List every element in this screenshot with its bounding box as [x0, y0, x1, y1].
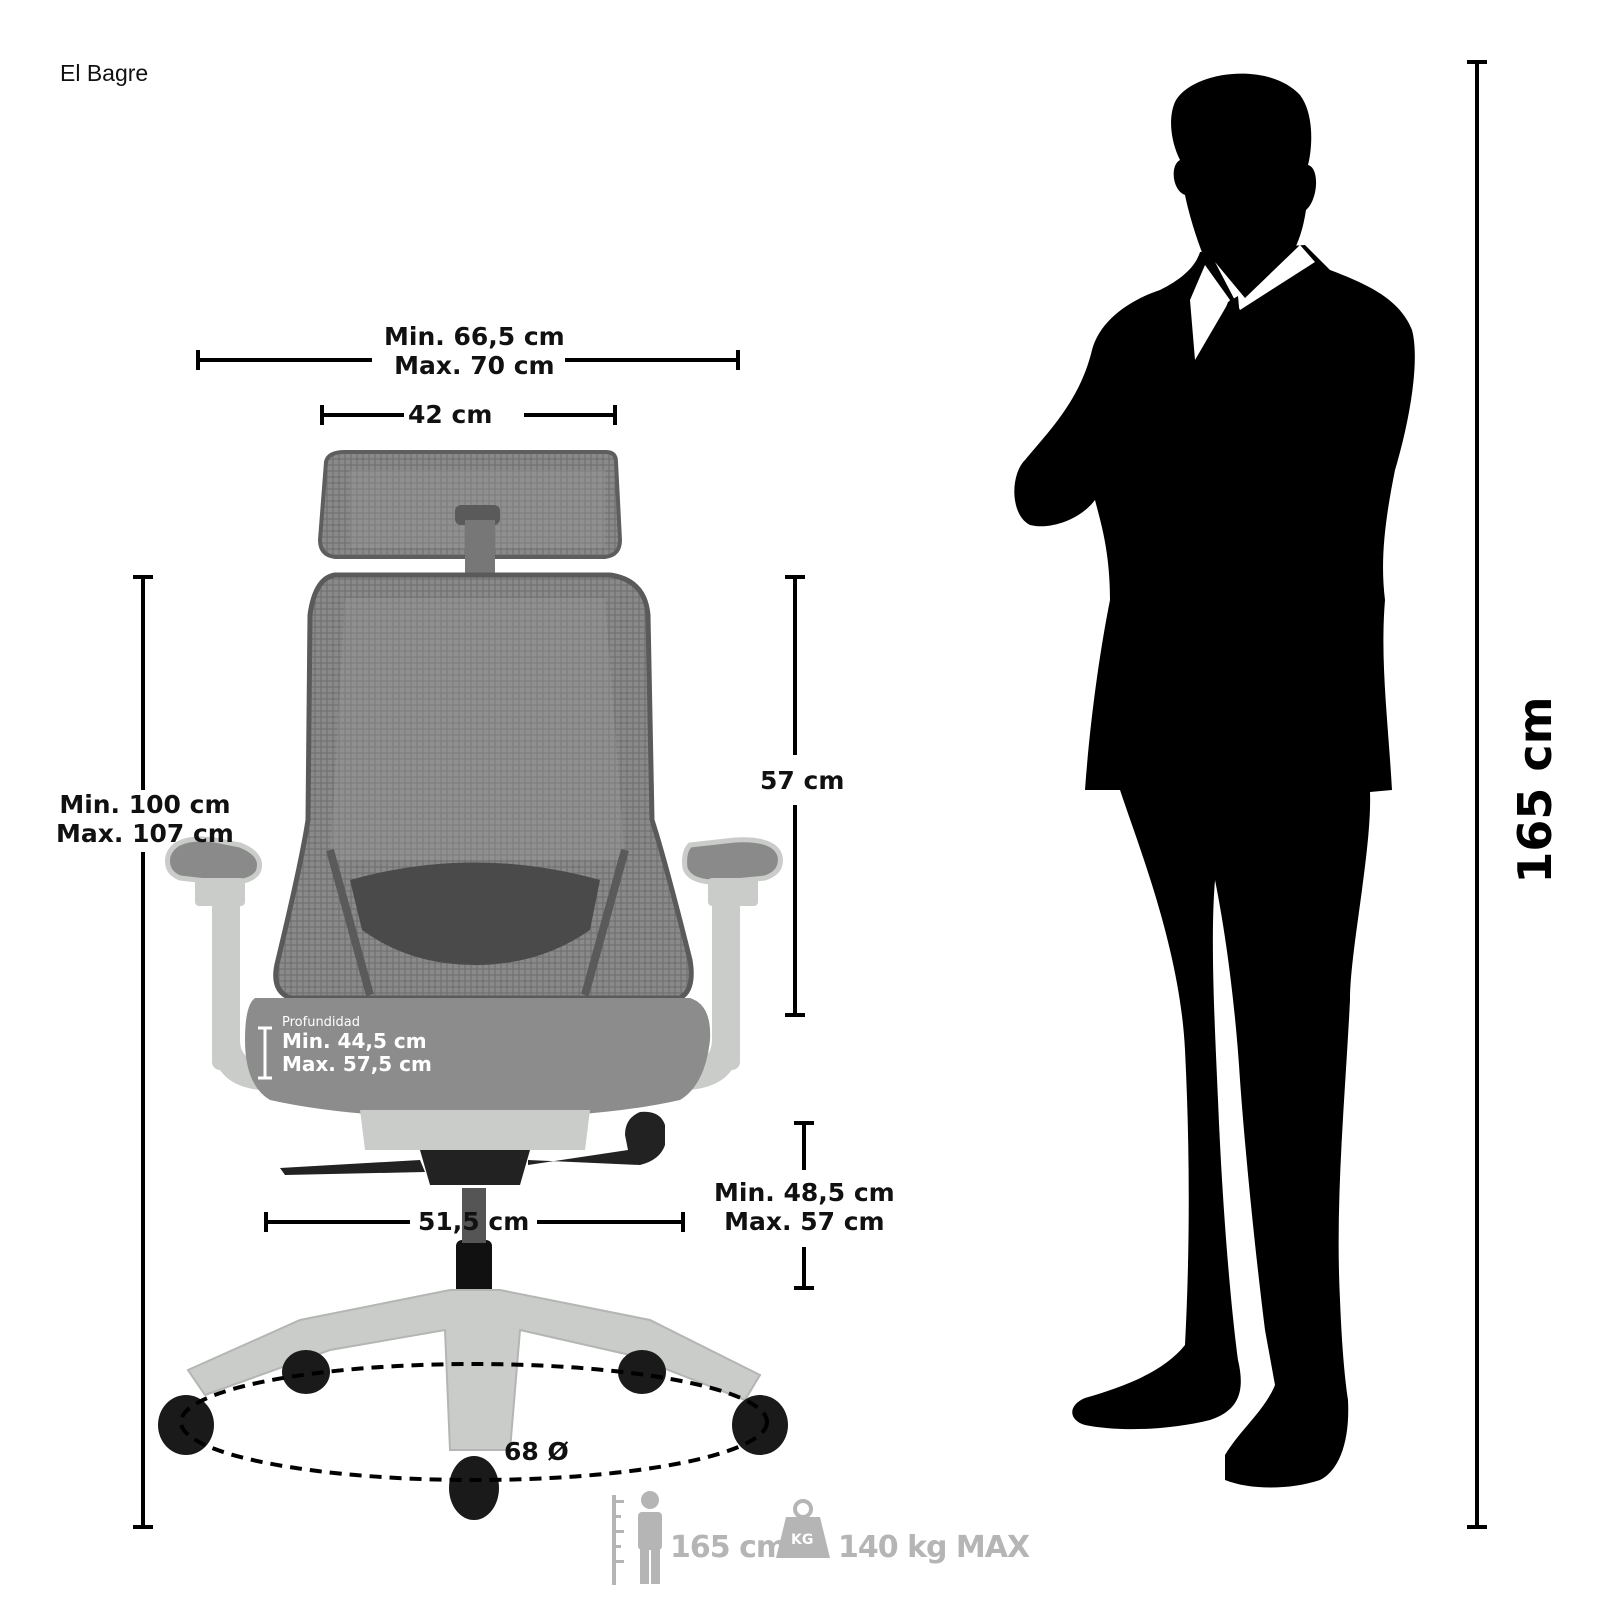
total-width-max: Max. 70 cm [394, 351, 555, 380]
total-height-max: Max. 107 cm [56, 819, 234, 848]
person-ruler-icon [612, 1491, 662, 1585]
seat-height-max: Max. 57 cm [724, 1207, 885, 1236]
dimension-lines [133, 60, 1487, 1529]
person-height-label: 165 cm [1508, 696, 1562, 884]
seat-width-label: 51,5 cm [418, 1207, 530, 1236]
seat-depth-title: Profundidad [282, 1015, 361, 1030]
shirt-collar [1190, 245, 1315, 360]
seat-depth-min: Min. 44,5 cm [282, 1029, 427, 1053]
base-diameter-label: 68 Ø [504, 1437, 569, 1466]
seat-height-min: Min. 48,5 cm [714, 1178, 895, 1207]
total-width-label: Min. 66,5 cm Max. 70 cm [384, 322, 565, 380]
seat-depth-max: Max. 57,5 cm [282, 1052, 432, 1076]
brand-name: El Bagre [60, 60, 149, 86]
seat-height-label: Min. 48,5 cm Max. 57 cm [714, 1178, 895, 1236]
weight-icon [776, 1499, 830, 1558]
total-height-label: Min. 100 cm Max. 107 cm [56, 790, 234, 848]
height-badge-text: 165 cm [670, 1530, 787, 1565]
weight-badge-text: 140 kg MAX [838, 1530, 1030, 1565]
total-height-min: Min. 100 cm [59, 790, 231, 819]
backrest-width-label: 42 cm [408, 400, 493, 429]
seat-depth-label: Profundidad Min. 44,5 cm Max. 57,5 cm [282, 1015, 432, 1076]
office-chair [158, 450, 788, 1520]
seat-depth-marker [258, 1026, 272, 1080]
person-silhouette [1014, 73, 1415, 1488]
total-width-min: Min. 66,5 cm [384, 322, 565, 351]
weight-icon-text: KG [791, 1532, 814, 1548]
backrest-height-label: 57 cm [760, 766, 845, 795]
